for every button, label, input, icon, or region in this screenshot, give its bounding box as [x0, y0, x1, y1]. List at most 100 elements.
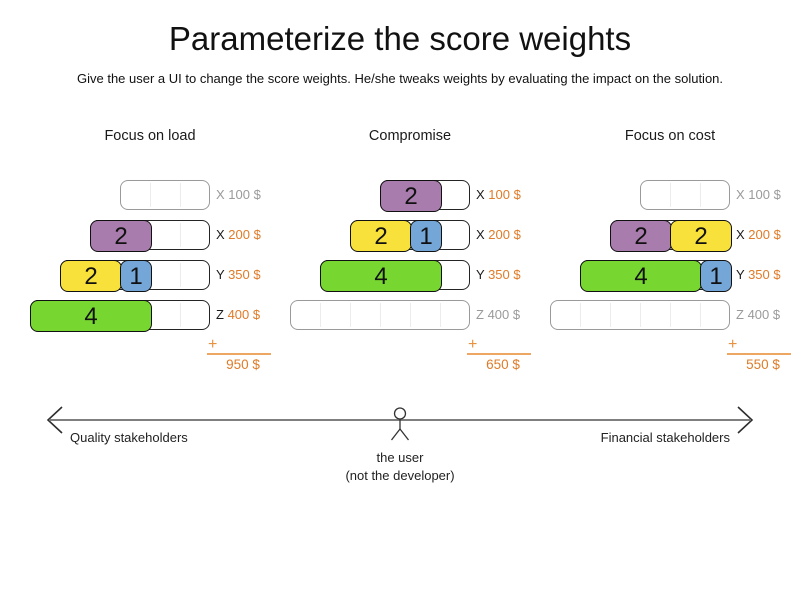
sum-group: +950 $	[207, 337, 271, 372]
row-label-price: 200 $	[748, 227, 781, 242]
row-label: X 100 $	[216, 180, 261, 210]
financial-stakeholders-label: Financial stakeholders	[600, 430, 730, 445]
page-title: Parameterize the score weights	[168, 20, 632, 57]
weight-block-purple: 2	[380, 180, 442, 212]
weight-value: 4	[634, 262, 648, 290]
weight-value: 1	[419, 222, 433, 250]
left-arrowhead-icon	[46, 406, 63, 434]
weight-row: Z 400 $	[550, 300, 800, 330]
weight-block-yellow: 2	[350, 220, 412, 252]
weight-block-yellow: 2	[60, 260, 122, 292]
weight-track-active: 4	[30, 300, 210, 332]
segment-divider	[580, 303, 581, 327]
weight-track-inactive	[290, 300, 470, 330]
sum-line	[207, 353, 271, 355]
segment-divider	[350, 303, 351, 327]
weight-row: X 100 $	[550, 180, 800, 210]
quality-stakeholders-label: Quality stakeholders	[70, 430, 188, 445]
row-label-letter: X	[736, 227, 745, 242]
weight-row: 2 X 200 $	[30, 220, 292, 252]
weight-value: 2	[114, 222, 128, 250]
sum-line	[727, 353, 791, 355]
weight-track-inactive	[550, 300, 730, 330]
weight-value: 2	[84, 262, 98, 290]
user-label: the user	[376, 450, 424, 465]
row-label-price: 400 $	[487, 307, 521, 322]
row-label-price: 350 $	[488, 267, 521, 282]
row-label-price: 100 $	[228, 187, 261, 202]
panel-title: Focus on cost	[624, 128, 716, 144]
row-label-letter: Y	[476, 267, 485, 282]
weight-block-purple: 2	[90, 220, 152, 252]
segment-divider	[410, 303, 411, 327]
segment-divider	[180, 303, 181, 327]
page-subtitle: Give the user a UI to change the score w…	[76, 71, 724, 86]
panel-title: Focus on load	[104, 128, 196, 144]
segment-divider	[440, 303, 441, 327]
segment-divider	[320, 303, 321, 327]
sum-value: 950 $	[226, 357, 260, 372]
row-label-letter: X	[476, 227, 485, 242]
stakeholder-axis	[46, 406, 754, 441]
segment-divider	[610, 303, 611, 327]
weight-block-purple: 2	[610, 220, 672, 252]
segment-divider	[670, 183, 671, 207]
row-label: X 200 $	[476, 220, 521, 250]
row-label-price: 200 $	[228, 227, 261, 242]
row-label-letter: Z	[736, 307, 744, 322]
weight-block-blue: 1	[410, 220, 442, 252]
row-label: Y 350 $	[216, 260, 261, 290]
row-label-letter: X	[216, 227, 225, 242]
row-label: Z 400 $	[216, 300, 260, 330]
row-label-letter: X	[736, 187, 745, 202]
row-label: Y 350 $	[736, 260, 781, 290]
weight-value: 2	[694, 222, 708, 250]
weight-value: 2	[374, 222, 388, 250]
row-label-price: 350 $	[228, 267, 261, 282]
weight-value: 1	[129, 262, 143, 290]
weight-value: 1	[709, 262, 723, 290]
row-label-price: 100 $	[748, 187, 781, 202]
weight-row: Z 400 $	[290, 300, 552, 330]
sum-value: 650 $	[486, 357, 520, 372]
row-label-price: 100 $	[488, 187, 521, 202]
row-label: X 100 $	[476, 180, 521, 210]
weight-track-inactive	[120, 180, 210, 210]
segment-divider	[180, 223, 181, 247]
row-label: X 200 $	[216, 220, 261, 250]
right-arrowhead-icon	[737, 406, 754, 434]
weight-row: 2 X 100 $	[290, 180, 552, 212]
sum-group: +550 $	[727, 336, 791, 372]
plus-sign: +	[468, 336, 478, 353]
row-label-letter: Z	[216, 307, 224, 322]
weight-block-green: 4	[320, 260, 442, 292]
weight-value: 2	[404, 182, 418, 210]
row-label: X 200 $	[736, 220, 781, 250]
segment-divider	[180, 263, 181, 287]
weight-block-blue: 1	[120, 260, 152, 292]
row-label-letter: Y	[216, 267, 225, 282]
weight-track-active: 4	[320, 260, 470, 292]
user-sublabel: (not the developer)	[345, 468, 455, 483]
weight-block-blue: 1	[700, 260, 732, 292]
panel-title: Compromise	[368, 128, 452, 144]
plus-sign: +	[728, 336, 738, 353]
weight-track-inactive	[640, 180, 730, 210]
segment-divider	[180, 183, 181, 207]
row-label-price: 400 $	[747, 307, 781, 322]
segment-divider	[700, 183, 701, 207]
row-label: X 100 $	[736, 180, 781, 210]
stick-figure-icon	[390, 407, 410, 441]
segment-divider	[670, 303, 671, 327]
sum-value: 550 $	[746, 357, 780, 372]
row-label-letter: X	[476, 187, 485, 202]
